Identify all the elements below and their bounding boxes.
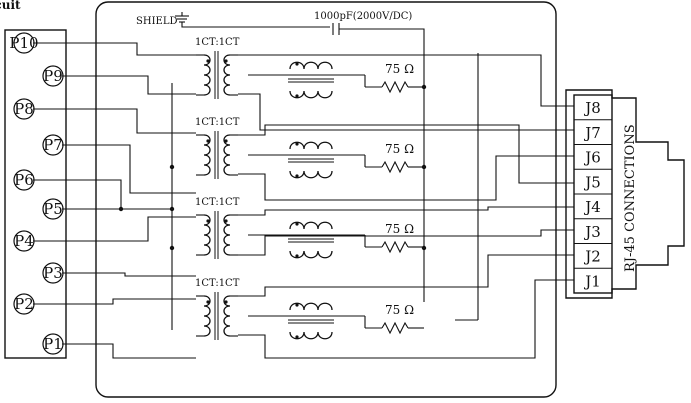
primary-wiring [33,42,196,359]
ratio-label: 1CT:1CT [195,197,240,208]
transformer-channel-2: 1CT:1CT 75 Ω [195,117,424,179]
capacitor-label: 1000pF(2000V/DC) [314,11,412,22]
jack-j3: J3 [583,223,601,241]
pin-label: P6 [14,171,34,189]
resistor-label: 75 Ω [385,62,414,76]
ground-icon [175,12,330,28]
jack-j1: J1 [583,272,601,290]
pin-label: P7 [43,136,63,154]
jack-j2: J2 [583,248,601,266]
jack-j4: J4 [583,198,601,216]
pin-label: P9 [43,67,63,85]
pin-p7: P7 [42,134,64,156]
connector-title: RJ-45 CONNECTIONS [623,124,638,272]
resistor-label: 75 Ω [385,222,414,236]
pin-p2: P2 [13,293,35,315]
transformer-channel-1: 1CT:1CT 75 Ω [195,37,424,99]
jack-j5: J5 [583,173,601,191]
ratio-label: 1CT:1CT [195,117,240,128]
resistor-label: 75 Ω [385,142,414,156]
pin-label: P10 [9,34,38,52]
capacitor-icon [332,23,425,302]
jack-pin-dividers [574,119,612,269]
jack-j8: J8 [583,99,601,117]
pin-label: P8 [14,100,34,118]
pin-label: P3 [43,264,63,282]
transformer-channel-3: 1CT:1CT 75 Ω [195,197,424,259]
module-outline [95,1,557,398]
shield-label: SHIELD [136,16,177,27]
ratio-label: 1CT:1CT [195,37,240,48]
resistor-label: 75 Ω [385,303,414,317]
transformer-channel-4: 1CT:1CT 75 Ω [195,278,424,340]
ratio-label: 1CT:1CT [195,278,240,289]
pin-label: P4 [14,232,34,250]
jack-j7: J7 [583,124,601,142]
pin-p10: P10 [9,32,39,54]
pin-p5: P5 [42,198,64,220]
pin-label: P5 [43,200,63,218]
header-fragment: Circuit [0,0,21,12]
pin-p6: P6 [13,169,35,191]
jack-j6: J6 [583,149,601,167]
pin-label: P1 [43,335,63,353]
pin-p1: P1 [42,333,64,355]
secondary-wiring [238,54,574,359]
pin-header-box [4,29,67,359]
bias-bus [118,53,479,330]
pin-p4: P4 [13,230,35,252]
pin-p3: P3 [42,262,64,284]
pin-p8: P8 [13,98,35,120]
pin-label: P2 [14,295,34,313]
pin-p9: P9 [42,65,64,87]
